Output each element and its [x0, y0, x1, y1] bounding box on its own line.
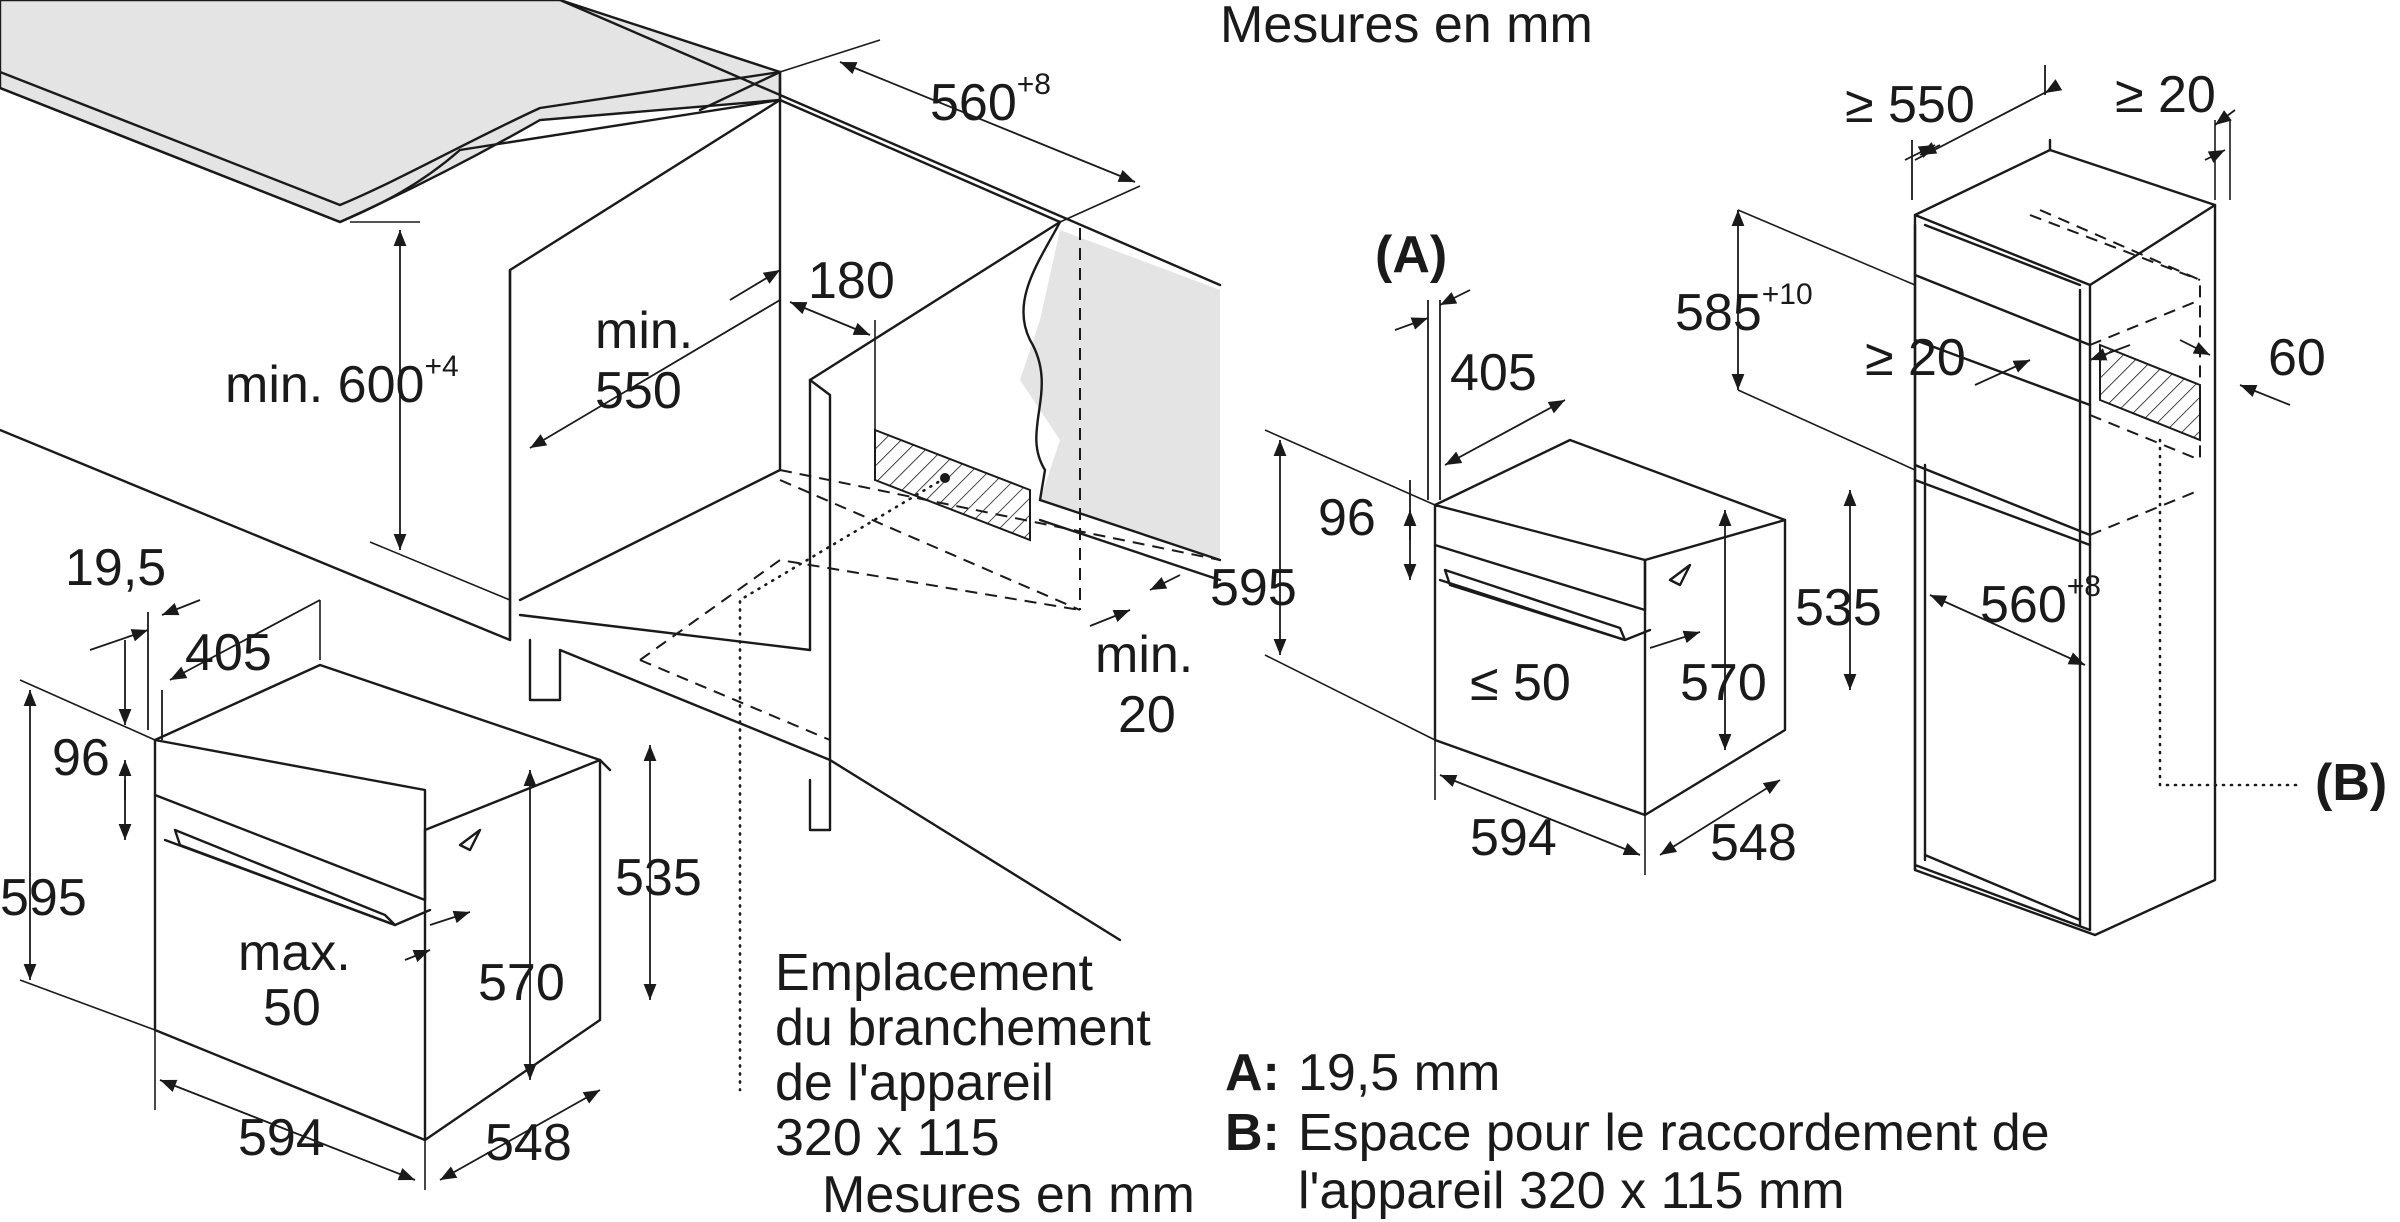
left-niche-height-label: min. 600+4 — [225, 350, 459, 414]
right-cabinet-drawing — [1731, 65, 2302, 937]
left-oven-height-label: 595 — [0, 869, 87, 927]
middle-oven-depth-label: 548 — [1710, 814, 1797, 872]
marker-b: (B) — [2315, 754, 2387, 812]
middle-oven-width-label: 594 — [1470, 809, 1557, 867]
right-rear-vent-label: 60 — [2268, 329, 2326, 387]
left-oven-body-height-label: 570 — [478, 954, 565, 1012]
left-niche-depth-line2: 550 — [595, 362, 682, 420]
legend: A: 19,5 mm B: Espace pour le raccordemen… — [1225, 1044, 2050, 1220]
cabinet-connection-area — [2099, 343, 2201, 442]
middle-oven-panel-height-label: 96 — [1318, 489, 1376, 547]
middle-oven-handle-label: ≤ 50 — [1470, 654, 1571, 712]
connection-area — [874, 428, 1031, 542]
left-rear-gap-line1: min. — [1095, 626, 1193, 684]
legend-b-text-line2: l'appareil 320 x 115 mm — [1298, 1162, 1845, 1220]
right-cabinet-depth-label: ≥ 550 — [1845, 76, 1975, 134]
left-rear-gap-line2: 20 — [1118, 686, 1176, 744]
middle-oven-body-height-label: 570 — [1680, 654, 1767, 712]
left-oven-handle-line2: 50 — [263, 979, 321, 1037]
units-title-top: Mesures en mm — [1220, 0, 1593, 54]
middle-oven-height-label: 595 — [1210, 559, 1297, 617]
left-niche-drawing — [0, 0, 1222, 1092]
left-connection-offset-label: 180 — [808, 252, 895, 310]
connection-note-line3: de l'appareil — [775, 1054, 1054, 1112]
right-rear-gap-label: ≥ 20 — [1865, 329, 1966, 387]
left-oven-handle-line1: max. — [238, 924, 351, 982]
right-niche-height-label: 585+10 — [1675, 278, 1813, 342]
countertop — [0, 0, 782, 224]
middle-oven-inner-height-label: 535 — [1795, 579, 1882, 637]
left-niche-depth-line1: min. — [595, 302, 693, 360]
middle-oven-drawing — [1264, 289, 1857, 875]
left-oven-depth-label: 548 — [485, 1114, 572, 1172]
legend-b-key: B: — [1225, 1104, 1280, 1162]
legend-b-text-line1: Espace pour le raccordement de — [1298, 1104, 2050, 1162]
connection-note-line2: du branchement — [775, 999, 1151, 1057]
left-oven-top-depth-label: 405 — [185, 624, 272, 682]
rear-wall — [1020, 230, 1220, 560]
legend-a-text: 19,5 mm — [1298, 1044, 1500, 1102]
left-oven-inner-height-label: 535 — [615, 849, 702, 907]
left-oven-front-offset-label: 19,5 — [65, 539, 166, 597]
left-niche-width-label: 560+8 — [930, 68, 1051, 132]
right-top-gap-label: ≥ 20 — [2115, 66, 2216, 124]
left-oven-panel-height-label: 96 — [52, 729, 110, 787]
legend-a-key: A: — [1225, 1044, 1280, 1102]
left-oven-drawing — [19, 599, 657, 1190]
marker-a: (A) — [1375, 226, 1447, 284]
right-niche-width-label: 560+8 — [1980, 570, 2101, 634]
connection-note-line4: 320 x 115 — [775, 1109, 1000, 1167]
units-title-bottom: Mesures en mm — [822, 1166, 1195, 1222]
connection-note-line1: Emplacement — [775, 944, 1093, 1002]
middle-oven-top-depth-label: 405 — [1450, 344, 1537, 402]
left-oven-width-label: 594 — [238, 1109, 325, 1167]
